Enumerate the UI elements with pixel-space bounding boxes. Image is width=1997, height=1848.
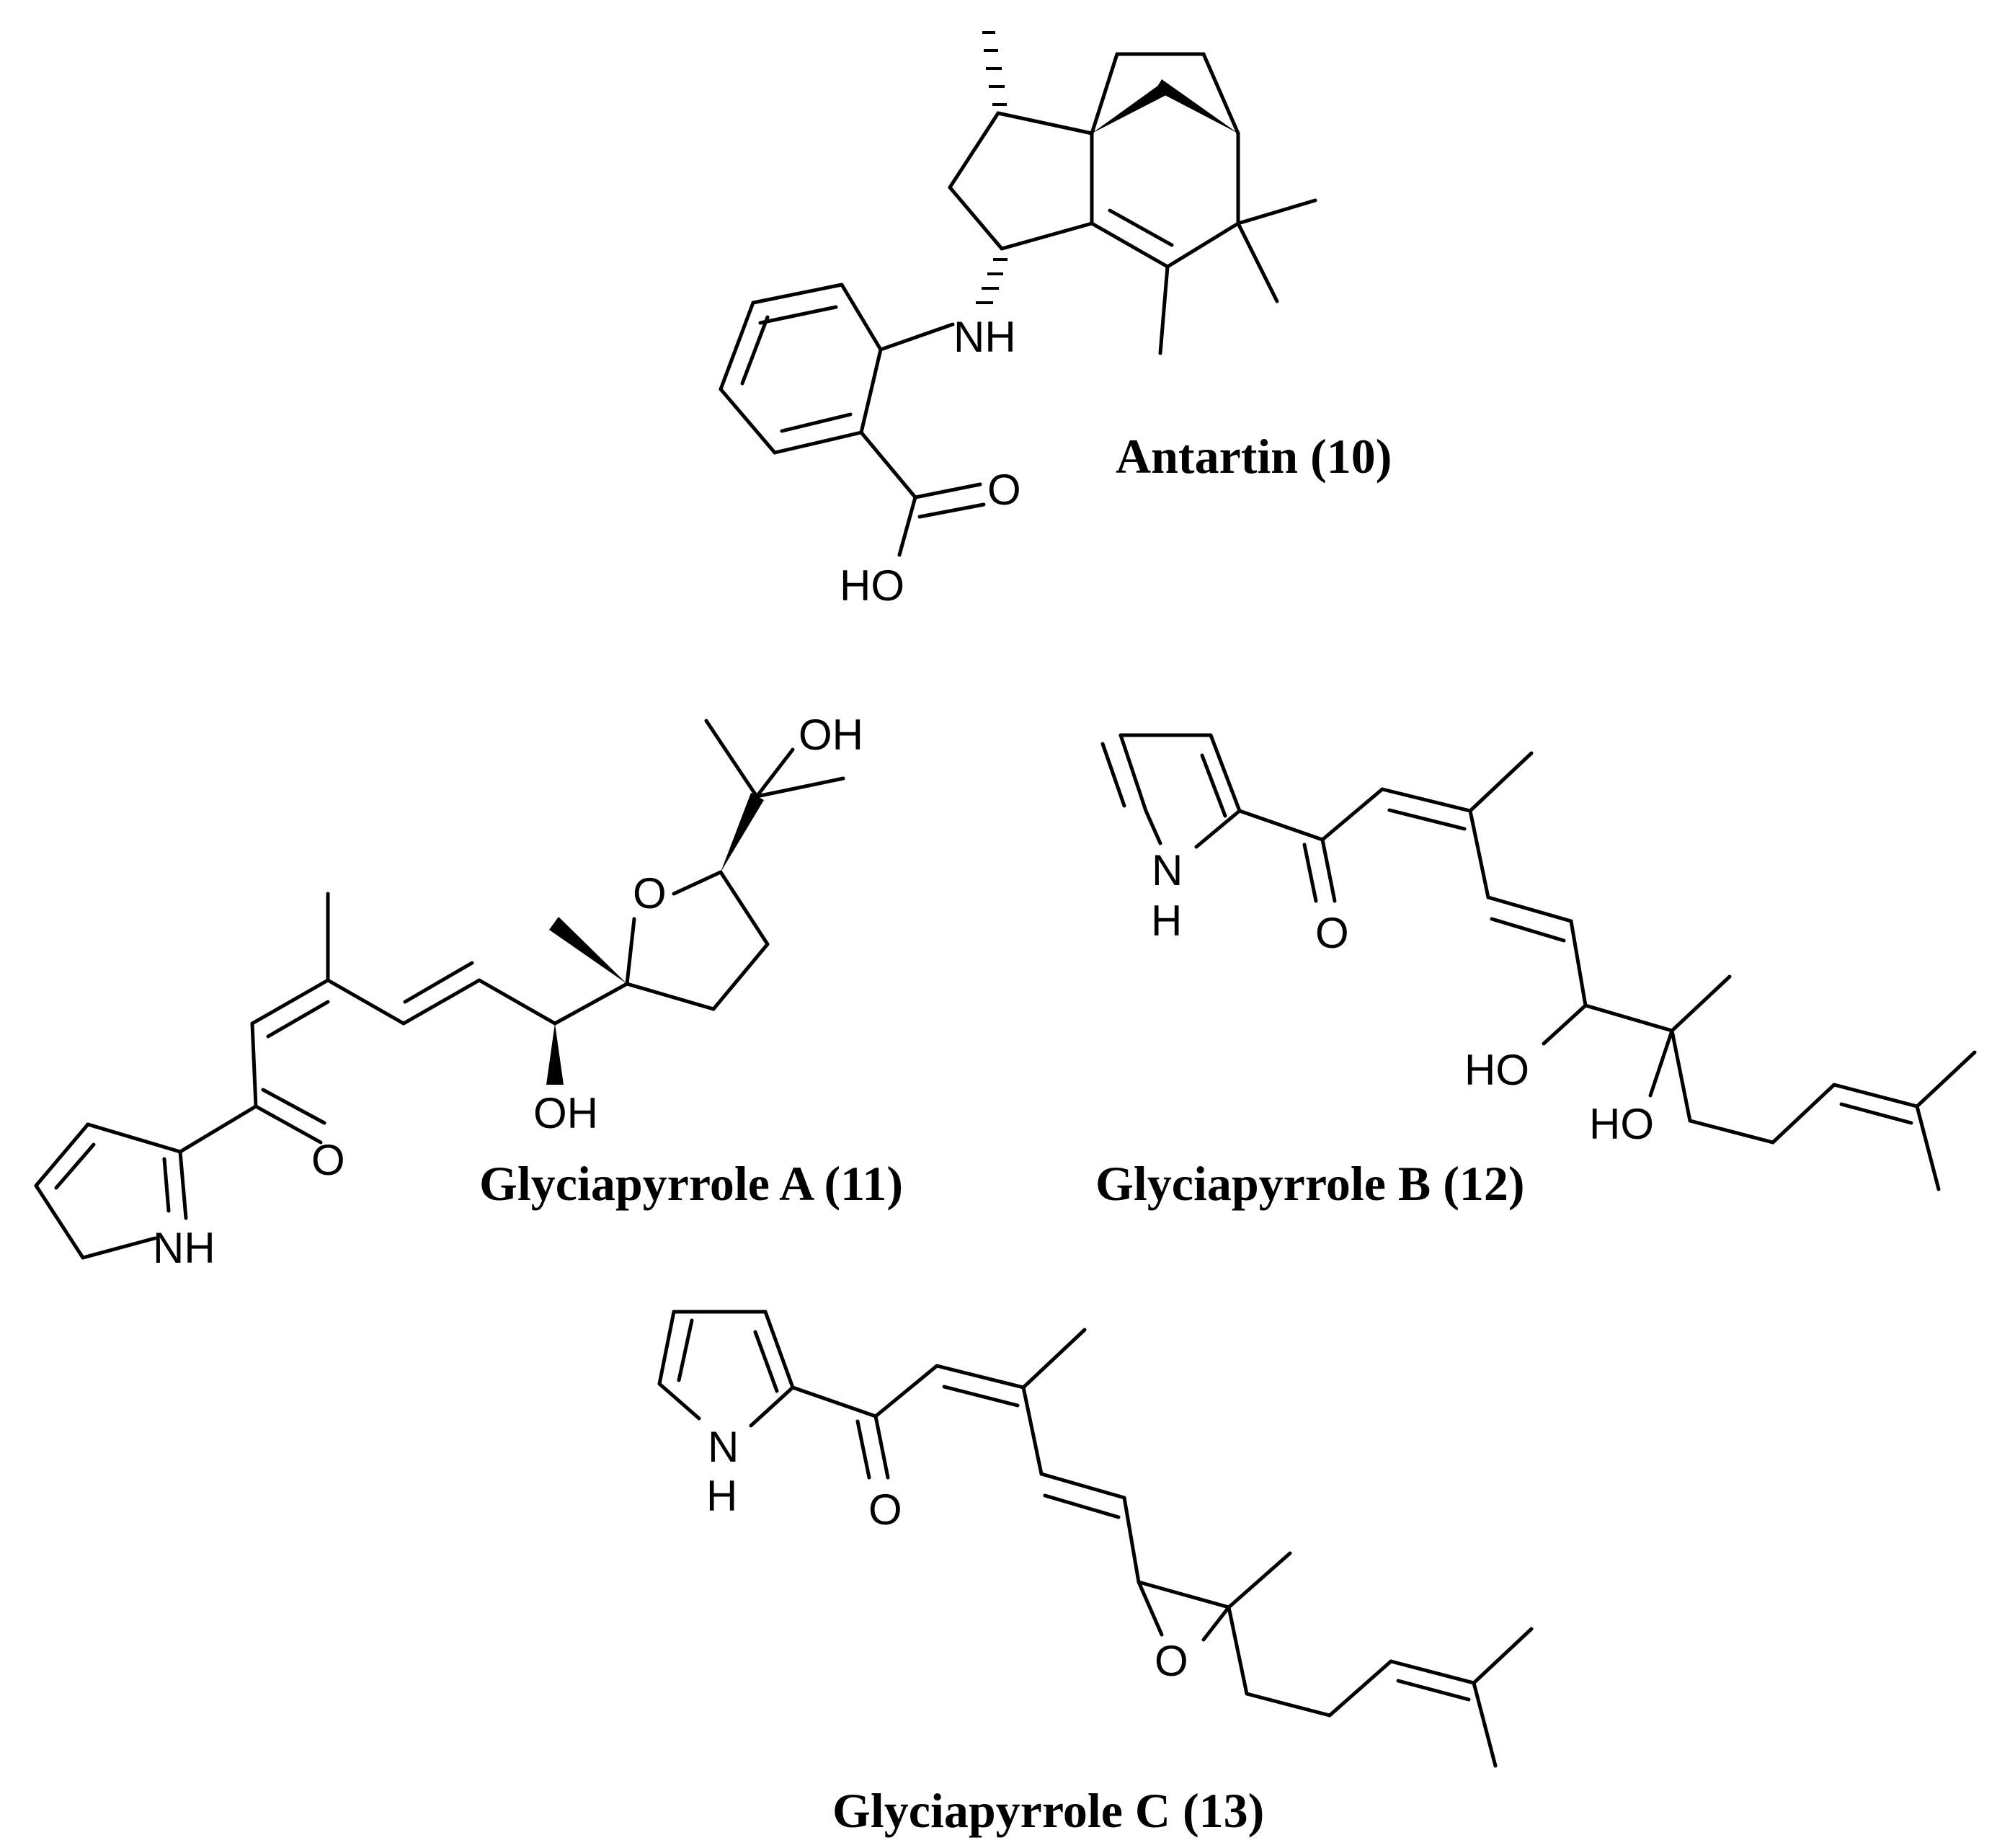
atom-label: N — [708, 1423, 739, 1471]
atom-label: NH — [153, 1224, 215, 1272]
atom-label: H — [1151, 897, 1182, 945]
atom-label: HO — [840, 561, 904, 610]
wedge-bond — [1155, 79, 1238, 133]
atom-label: O — [311, 1136, 345, 1184]
glyciapyrrole-b-structure: N H O HO HO Glyciapyrrole B (12) — [1095, 733, 1977, 1211]
atom-label: NH — [953, 313, 1016, 361]
atom-label: O — [1315, 909, 1349, 957]
atom-label: O — [633, 869, 667, 918]
wedge-bond — [1092, 85, 1166, 133]
compound-caption: Glyciapyrrole C (13) — [832, 1783, 1264, 1838]
glyciapyrrole-c-structure: N H O O Glyciapyrrole C (13) — [657, 1310, 1534, 1838]
atom-label: O — [987, 466, 1021, 514]
hashed-bond — [976, 258, 1008, 304]
compound-caption: Glyciapyrrole A (11) — [479, 1156, 903, 1211]
atom-label: O — [1155, 1637, 1188, 1685]
wedge-bond — [546, 1023, 564, 1085]
wedge-bond — [721, 793, 764, 872]
atom-label: N — [1152, 846, 1183, 894]
compound-caption: Glyciapyrrole B (12) — [1095, 1156, 1525, 1211]
atom-label: HO — [1464, 1046, 1529, 1094]
atom-label: H — [706, 1472, 737, 1520]
antartin-structure: NH O HO Antartin (10) — [719, 31, 1392, 610]
atom-label: HO — [1589, 1100, 1654, 1148]
atom-label: OH — [799, 711, 863, 759]
compound-caption: Antartin (10) — [1116, 429, 1392, 484]
glyciapyrrole-a-structure: OH O OH O NH Glyciapyrrole A (11) — [34, 711, 903, 1272]
hashed-bond — [982, 31, 1007, 106]
wedge-bond — [549, 917, 627, 984]
atom-label: O — [868, 1485, 902, 1534]
atom-label: OH — [533, 1089, 598, 1137]
